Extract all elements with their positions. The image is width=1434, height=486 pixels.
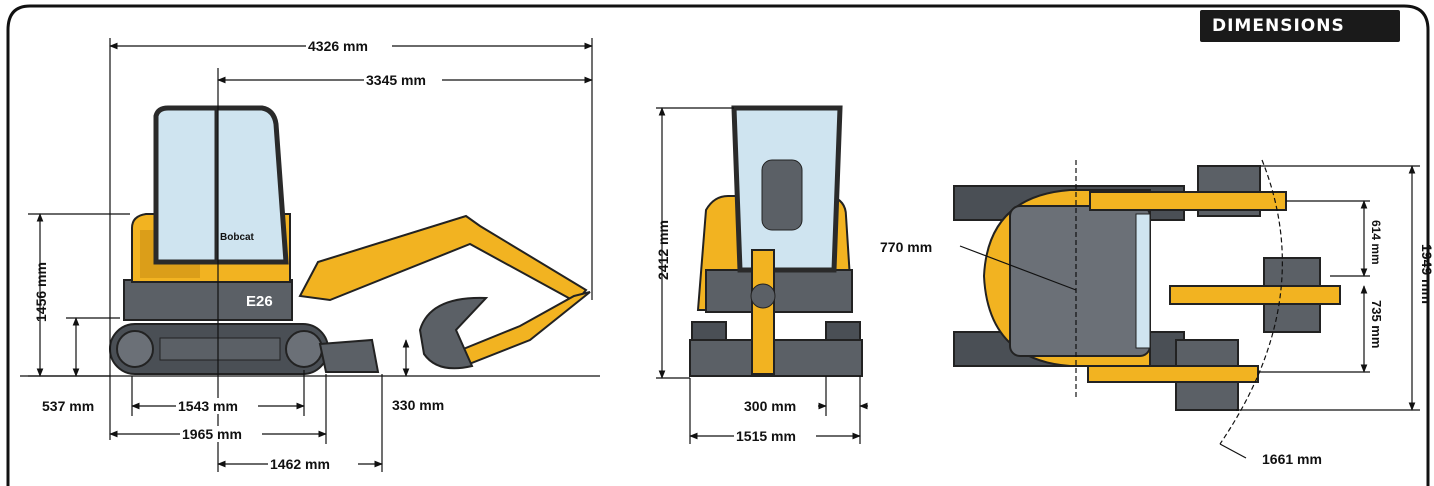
top-upper-boom [1089, 191, 1287, 211]
front-boom [751, 249, 775, 375]
top-lower-boom [1087, 365, 1259, 383]
side-view: Bobcat E26 [109, 105, 591, 375]
side-dozer-blade [318, 338, 380, 373]
top-cab-roof [1009, 205, 1151, 357]
sheet-frame [6, 4, 1430, 486]
top-center-boom [1169, 285, 1341, 305]
dim-wheelbase: 1543 mm [178, 398, 238, 414]
dim-front-swing-radius: 1661 mm [1262, 451, 1322, 467]
front-dimension-lines [656, 107, 868, 444]
dim-overall-height: 2412 mm [655, 220, 671, 280]
dim-height-to-deck: 1456 mm [33, 262, 49, 322]
side-idler-wheel [116, 330, 154, 368]
dim-offset-right: 735 mm [1369, 300, 1384, 348]
top-view [953, 165, 1341, 411]
front-view [689, 105, 863, 377]
side-model-label: E26 [246, 293, 273, 310]
side-cab [153, 105, 289, 265]
dim-overall-width-front: 1515 mm [736, 428, 796, 444]
dim-blade-height: 330 mm [392, 397, 444, 413]
dim-front-reach: 3345 mm [366, 72, 426, 88]
section-title: DIMENSIONS [1200, 10, 1400, 42]
front-seat [761, 159, 803, 231]
side-brand-label: Bobcat [220, 232, 255, 243]
dim-overall-length: 4326 mm [308, 38, 368, 54]
front-blade [689, 339, 863, 377]
dim-track-width: 300 mm [744, 398, 796, 414]
dim-offset-left: 614 mm [1369, 220, 1383, 265]
side-boom [298, 214, 588, 304]
dim-blade-reach: 1462 mm [270, 456, 330, 472]
dim-track-length: 1965 mm [182, 426, 242, 442]
dim-track-height: 537 mm [42, 398, 94, 414]
dim-tail-radius: 770 mm [880, 239, 932, 255]
side-drive-wheel [285, 330, 323, 368]
dim-overall-width-top: 1949 mm [1419, 244, 1434, 304]
side-bucket [418, 296, 489, 370]
top-dimension-lines [959, 159, 1420, 459]
